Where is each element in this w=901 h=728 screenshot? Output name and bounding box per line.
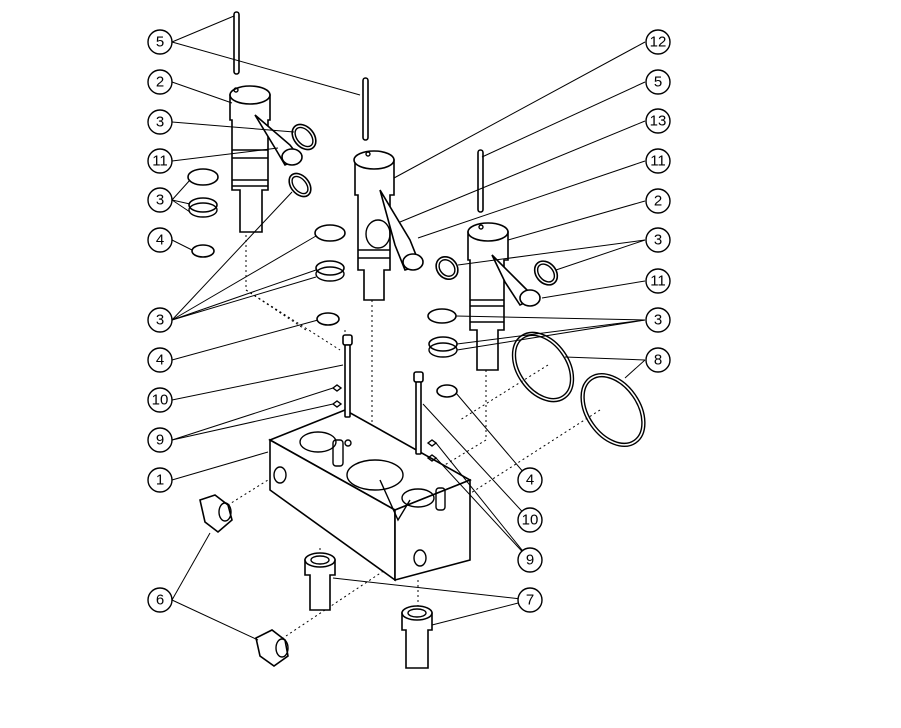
callout-5a: 5 (147, 29, 173, 55)
screws-and-washers (331, 334, 438, 462)
callout-4b-label: 4 (156, 352, 164, 369)
callout-3e-label: 3 (654, 312, 662, 329)
callout-4c-label: 4 (526, 472, 534, 489)
fittings (304, 552, 433, 669)
callout-3a-label: 3 (156, 114, 164, 131)
callout-3d: 3 (645, 227, 671, 253)
left-valve-cartridge (229, 85, 303, 233)
callout-3c-label: 3 (156, 312, 164, 329)
callout-9a: 9 (147, 427, 173, 453)
callout-3b: 3 (147, 187, 173, 213)
callout-9a-label: 9 (156, 432, 164, 449)
callout-5a-label: 5 (156, 34, 164, 51)
callout-11b: 11 (645, 148, 671, 174)
callout-8-label: 8 (654, 352, 662, 369)
callout-7-label: 7 (526, 592, 534, 609)
callout-12: 12 (645, 29, 671, 55)
callout-2b-label: 2 (654, 193, 662, 210)
manifold-block (268, 409, 472, 582)
callout-10a: 10 (147, 387, 173, 413)
callout-4a-label: 4 (156, 232, 164, 249)
callout-10a-label: 10 (152, 392, 169, 409)
callout-9b-label: 9 (526, 552, 534, 569)
callout-11a: 11 (147, 148, 173, 174)
callout-1: 1 (147, 467, 173, 493)
o-rings (187, 123, 559, 398)
callout-8: 8 (645, 347, 671, 373)
callout-3b-label: 3 (156, 192, 164, 209)
callout-11c-label: 11 (650, 273, 666, 290)
callout-2a-label: 2 (156, 74, 164, 91)
callout-1-label: 1 (156, 472, 164, 489)
callout-13: 13 (645, 108, 671, 134)
callout-6: 6 (147, 587, 173, 613)
right-valve-cartridge (467, 222, 541, 371)
callout-10b-label: 10 (522, 512, 539, 529)
large-o-rings (511, 331, 646, 447)
callout-4a: 4 (147, 227, 173, 253)
callout-11c: 11 (645, 268, 671, 294)
callout-3a: 3 (147, 109, 173, 135)
callout-11b-label: 11 (650, 153, 666, 170)
callout-6-label: 6 (156, 592, 164, 609)
callout-9b: 9 (517, 547, 543, 573)
callout-4b: 4 (147, 347, 173, 373)
callout-5b: 5 (645, 69, 671, 95)
callout-3e: 3 (645, 307, 671, 333)
leader-lines (171, 15, 646, 641)
callout-2b: 2 (645, 188, 671, 214)
callout-5b-label: 5 (654, 74, 662, 91)
callout-11a-label: 11 (152, 153, 168, 170)
callout-12-label: 12 (650, 34, 667, 51)
roll-pins (233, 11, 484, 213)
callout-3d-label: 3 (654, 232, 662, 249)
callout-7: 7 (517, 587, 543, 613)
center-valve-cartridge (353, 150, 424, 301)
callout-10b: 10 (517, 507, 543, 533)
knobs (199, 494, 289, 667)
callout-13-label: 13 (650, 113, 667, 130)
callout-3c: 3 (147, 307, 173, 333)
callout-2a: 2 (147, 69, 173, 95)
callout-4c: 4 (517, 467, 543, 493)
